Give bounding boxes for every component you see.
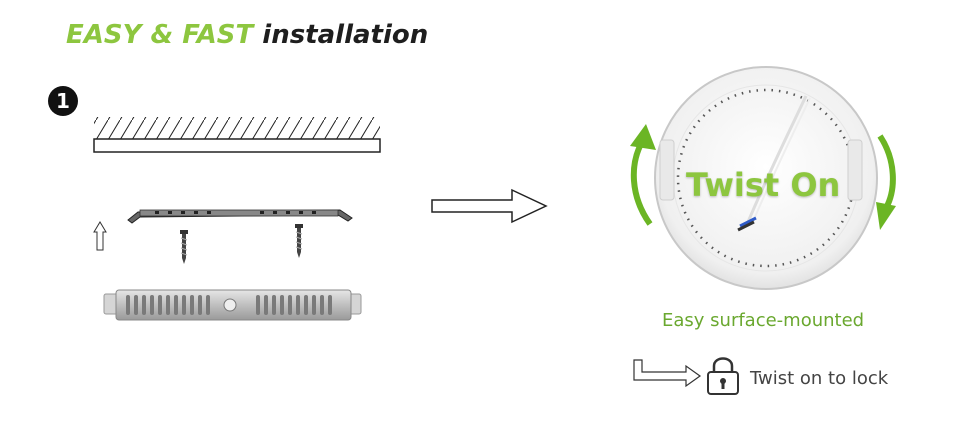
up-arrow-icon xyxy=(93,221,107,251)
page-title: EASY & FAST installation xyxy=(66,20,428,50)
screw-icon xyxy=(180,230,188,264)
ceiling-icon xyxy=(93,117,381,153)
mounting-bracket-top-icon xyxy=(103,289,362,321)
screw-icon xyxy=(295,224,303,258)
round-light-fixture-icon xyxy=(654,66,878,290)
lock-instruction: Twist on to lock xyxy=(750,368,889,389)
step-number-badge: 1 xyxy=(48,86,78,116)
bent-arrow-icon xyxy=(633,359,702,388)
rotate-clockwise-icon xyxy=(876,134,896,230)
twist-on-label: Twist On xyxy=(686,166,841,204)
surface-mounted-caption: Easy surface-mounted xyxy=(662,310,865,331)
title-rest: installation xyxy=(262,20,429,50)
title-highlight: EASY & FAST xyxy=(66,20,254,50)
padlock-icon xyxy=(707,357,739,395)
right-arrow-icon xyxy=(431,188,548,224)
rotate-counterclockwise-icon xyxy=(630,124,656,226)
mounting-bracket-side-icon xyxy=(127,209,353,224)
